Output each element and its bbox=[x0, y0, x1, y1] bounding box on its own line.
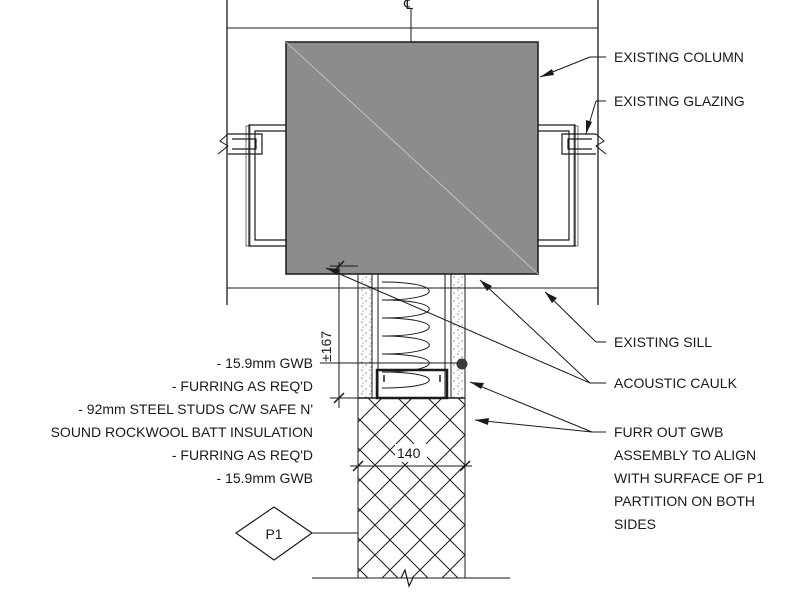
note-steel-studs: - 92mm STEEL STUDS C/W SAFE N' bbox=[78, 401, 313, 417]
callout-furr-out-line-2: ASSEMBLY TO ALIGN bbox=[614, 447, 756, 463]
note-gwb-top: - 15.9mm GWB bbox=[217, 355, 313, 371]
dimension-height: ±167 bbox=[318, 260, 358, 408]
dimension-width-label: 140 bbox=[397, 445, 421, 461]
note-rockwool: SOUND ROCKWOOL BATT INSULATION bbox=[51, 424, 313, 440]
callout-existing-sill: EXISTING SILL bbox=[614, 334, 712, 350]
existing-outline bbox=[226, 0, 599, 305]
callout-furr-out-line-5: SIDES bbox=[614, 516, 656, 532]
note-furring-bottom: - FURRING AS REQ'D bbox=[172, 447, 313, 463]
furred-gwb-assembly bbox=[357, 273, 468, 400]
callout-acoustic-caulk: ACOUSTIC CAULK bbox=[614, 375, 738, 391]
partition-tag-label: P1 bbox=[265, 526, 282, 542]
centerline: ℄ bbox=[403, 0, 413, 45]
callout-existing-glazing: EXISTING GLAZING bbox=[614, 93, 745, 109]
right-callouts: EXISTING COLUMN EXISTING GLAZING EXISTIN… bbox=[614, 49, 764, 532]
dimension-height-label: ±167 bbox=[318, 331, 334, 362]
callout-furr-out-line-4: PARTITION ON BOTH bbox=[614, 493, 755, 509]
acoustic-caulk-bead bbox=[456, 358, 468, 370]
callout-furr-out-line-1: FURR OUT GWB bbox=[614, 424, 723, 440]
callout-existing-column: EXISTING COLUMN bbox=[614, 49, 744, 65]
centerline-symbol: ℄ bbox=[403, 0, 413, 12]
note-gwb-bottom: - 15.9mm GWB bbox=[217, 470, 313, 486]
glazing-left bbox=[217, 124, 286, 247]
dimension-width: 140 bbox=[350, 444, 472, 474]
glazing-right bbox=[538, 124, 607, 247]
leader-lines bbox=[320, 56, 606, 433]
assembly-notes: - 15.9mm GWB - FURRING AS REQ'D - 92mm S… bbox=[51, 355, 313, 486]
partition-p1 bbox=[312, 397, 510, 588]
batt-insulation bbox=[381, 281, 430, 389]
note-furring-top: - FURRING AS REQ'D bbox=[172, 378, 313, 394]
existing-column bbox=[285, 41, 539, 275]
partition-tag: P1 bbox=[234, 506, 358, 561]
steel-stud-track bbox=[375, 368, 449, 400]
callout-furr-out-line-3: WITH SURFACE OF P1 bbox=[614, 470, 764, 486]
